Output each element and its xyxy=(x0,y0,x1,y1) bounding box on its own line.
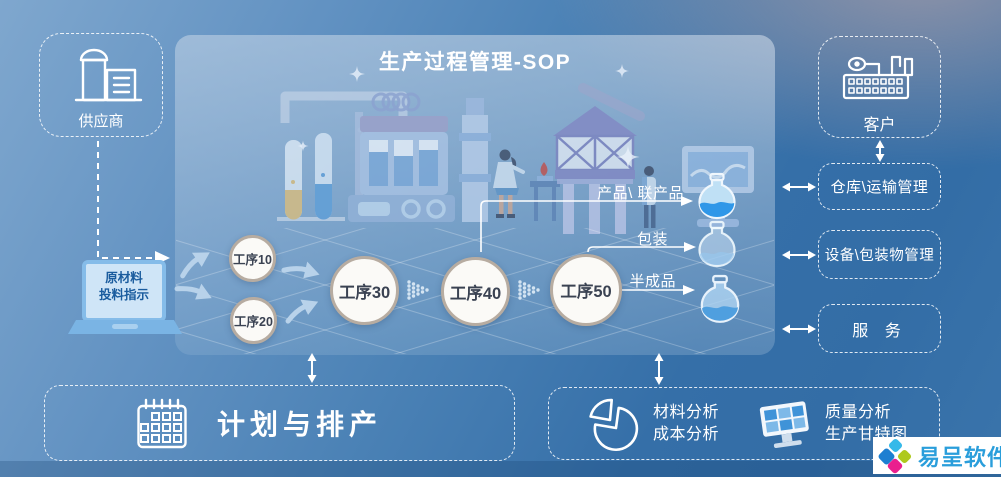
service-label: 服 务 xyxy=(852,322,907,340)
process-label: 工序30 xyxy=(338,283,391,302)
vendor-logo: 易呈软件 xyxy=(873,437,1001,474)
machine-icon xyxy=(842,55,913,100)
material-cost-analysis-label: 材料分析 成本分析 xyxy=(653,402,719,446)
factory-building-icon xyxy=(74,48,143,102)
supplier-label: 供应商 xyxy=(78,113,124,130)
pie-chart-icon xyxy=(589,398,639,451)
equipment-packaging-box: 设备\包装物管理 xyxy=(818,230,941,279)
product-flask-icon xyxy=(698,172,736,220)
gantt-monitor-icon xyxy=(759,400,809,448)
packaging-flask-icon xyxy=(698,220,736,268)
material-analysis-line: 材料分析 xyxy=(653,403,720,421)
planning-label: 计划与排产 xyxy=(217,409,383,440)
material-note-line2: 投料指示 xyxy=(98,288,149,302)
process-circle-20: 工序20 xyxy=(230,297,277,344)
laptop-icon: 原材料 投料指示 xyxy=(68,258,182,342)
calendar-icon xyxy=(137,398,187,449)
material-note-line1: 原材料 xyxy=(105,271,143,285)
process-label: 工序10 xyxy=(233,253,272,267)
process-circle-10: 工序10 xyxy=(229,235,276,282)
panel-title: 生产过程管理-SOP xyxy=(378,51,572,74)
process-circle-30: 工序30 xyxy=(330,256,399,325)
output-label-packaging: 包装 xyxy=(636,231,668,248)
planning-box: 计划与排产 xyxy=(44,385,515,461)
logo-text: 易呈软件 xyxy=(918,444,1001,470)
customer-box: 客户 xyxy=(818,36,941,138)
analysis-box: 材料分析 成本分析 质量分析 生产甘特图 xyxy=(548,387,940,460)
process-circle-50: 工序50 xyxy=(550,254,622,326)
process-circle-40: 工序40 xyxy=(441,257,510,326)
customer-label: 客户 xyxy=(863,117,896,134)
process-label: 工序20 xyxy=(234,315,273,329)
footer-band xyxy=(0,461,1001,477)
warehouse-transport-label: 仓库\运输管理 xyxy=(830,179,929,196)
output-label-product: 产品\ 联产品 xyxy=(597,185,684,202)
supplier-box: 供应商 xyxy=(39,33,163,137)
material-note: 原材料 投料指示 xyxy=(88,270,160,304)
service-box: 服 务 xyxy=(818,304,941,353)
process-label: 工序50 xyxy=(560,283,612,301)
process-label: 工序40 xyxy=(449,284,502,303)
quality-analysis-line: 质量分析 xyxy=(825,403,892,421)
semifinished-flask-icon xyxy=(700,274,740,323)
cost-analysis-line: 成本分析 xyxy=(653,425,720,443)
logo-mark-icon xyxy=(877,437,914,474)
factory-illustration xyxy=(277,83,754,234)
warehouse-transport-box: 仓库\运输管理 xyxy=(818,163,941,210)
output-label-semifinished: 半成品 xyxy=(629,273,676,290)
equipment-packaging-label: 设备\包装物管理 xyxy=(824,248,935,264)
